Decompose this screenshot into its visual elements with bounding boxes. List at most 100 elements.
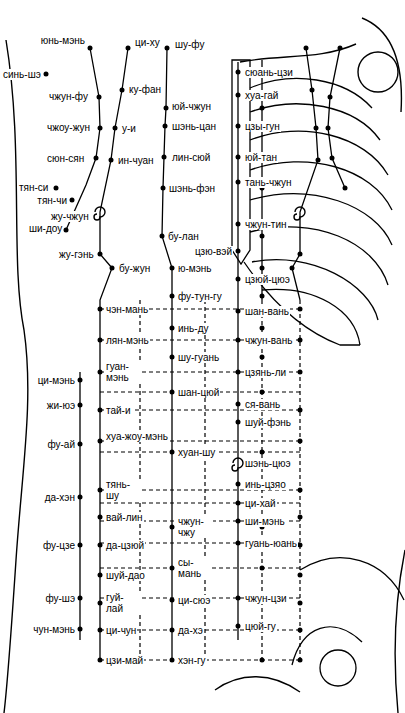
acupoint-dot [236,338,241,343]
point-label: юй-чжун [171,101,212,112]
acupoint-dot [328,95,333,100]
ribcage [232,60,392,345]
acupoint-dot [94,156,99,161]
point-label: ци-хай [244,498,277,509]
point-label: ци-ху [134,37,161,48]
acupoint-dot [304,46,309,51]
acupoint-dot [98,543,103,548]
point-label: ци-мэнь [37,375,76,386]
point-label: гуань-юань [244,538,298,549]
point-label: юнь-мэнь [40,35,86,46]
point-label: ку-фан [128,84,162,95]
point-label: хуа-жоу-мэнь [105,431,169,442]
acupoint-dot [298,658,303,663]
acupoint-dot [298,338,303,343]
acupoint-dot [314,126,319,131]
point-label: ци-сюэ [177,595,211,606]
acupoint-dot [260,450,265,455]
point-label: ши-доу [28,223,63,234]
meridian-line [66,48,100,230]
acupoint-dot [236,370,241,375]
acupoint-dot [316,158,321,163]
acupoint-dot [44,46,348,663]
point-label: лин-сюй [171,152,211,163]
acupoint-dot [98,515,103,520]
point-label: жу-гэнь [58,249,95,260]
acupoint-dot [98,126,103,131]
acupoint-dot [236,501,241,506]
point-label: фу-ай [46,439,76,450]
acupoint-dot [236,277,241,282]
acupoint-dot [70,198,75,203]
point-label: тянь-шу [105,479,141,501]
point-label: сюань-цзи [244,67,294,78]
point-label: чжун-фу [48,91,89,102]
acupoint-dot [164,106,169,111]
acupoint-dot [236,624,241,629]
acupoint-dot [64,228,69,233]
acupoint-dot [78,543,83,548]
point-label: цзю-вэй [194,246,233,257]
point-label: сюн-сян [46,153,85,164]
acupoint-dot [78,442,83,447]
acupoint-dot [236,309,241,314]
acupoint-dot [170,355,175,360]
acupoint-dot [298,573,303,578]
point-label: да-цзюй [105,540,145,551]
meridian-line [328,48,345,188]
acupoint-dot [98,573,103,578]
point-label: шан-цюй [177,387,220,398]
nipple-navel-symbol [294,207,305,220]
acupoint-dot [260,106,265,111]
point-label: чжун-тин [244,219,288,230]
acupoint-dot [162,155,167,160]
point-label: цюй-гу [244,621,277,632]
point-label: тань-чжун [244,177,293,188]
point-label: вай-лин [105,512,144,523]
point-label: тай-и [105,405,132,416]
acupoint-dot [290,266,295,271]
point-label: жу-чжун [50,211,90,222]
acupoint-dot [98,307,103,312]
meridian-dashed-line [140,300,300,662]
acupoint-dot [98,439,103,444]
point-label: лян-мэнь [105,335,150,346]
point-label: чжоу-жун [46,122,91,133]
acupoint-dot [310,88,315,93]
acupoint-dot [161,186,166,191]
acupoint-dot [98,408,103,413]
point-label: чун-мэнь [32,624,76,635]
acupoint-dot [98,601,103,606]
acupoint-dot [236,93,241,98]
acupoint-dot [170,566,175,571]
acupoint-dot [88,46,93,51]
point-label: шу-гуань [177,352,220,363]
acupoint-dot [298,252,303,257]
point-label: шэнь-цан [171,121,217,132]
acupoint-dot [260,390,265,395]
point-label: бу-жун [118,263,151,274]
acupoint-dot [236,482,241,487]
acupoint-dot [120,88,125,93]
acupoint-dot [78,378,83,383]
point-label: жи-юэ [46,400,76,411]
acupoint-dot [170,266,175,271]
point-label: у-и [121,123,137,134]
acupoint-dot [260,266,265,271]
point-label: чжун-чжу [177,516,213,538]
body-outline [358,52,398,92]
acupoint-dot [110,266,115,271]
nipple-navel-symbol [232,458,243,471]
acupoint-dot [98,370,103,375]
nipple-navel-symbol [94,207,305,471]
acupoint-dot [260,355,265,360]
acupoint-dot [298,601,303,606]
point-label: цзянь-ли [244,367,287,378]
acupoint-dot [170,390,175,395]
acupoint-dot [165,46,170,51]
point-label: гуан-мэнь [105,361,141,383]
acupoint-dot [170,294,175,299]
point-label: ся-вань [244,399,281,410]
acupoint-dot [126,46,131,51]
acupoint-dot [78,495,83,500]
